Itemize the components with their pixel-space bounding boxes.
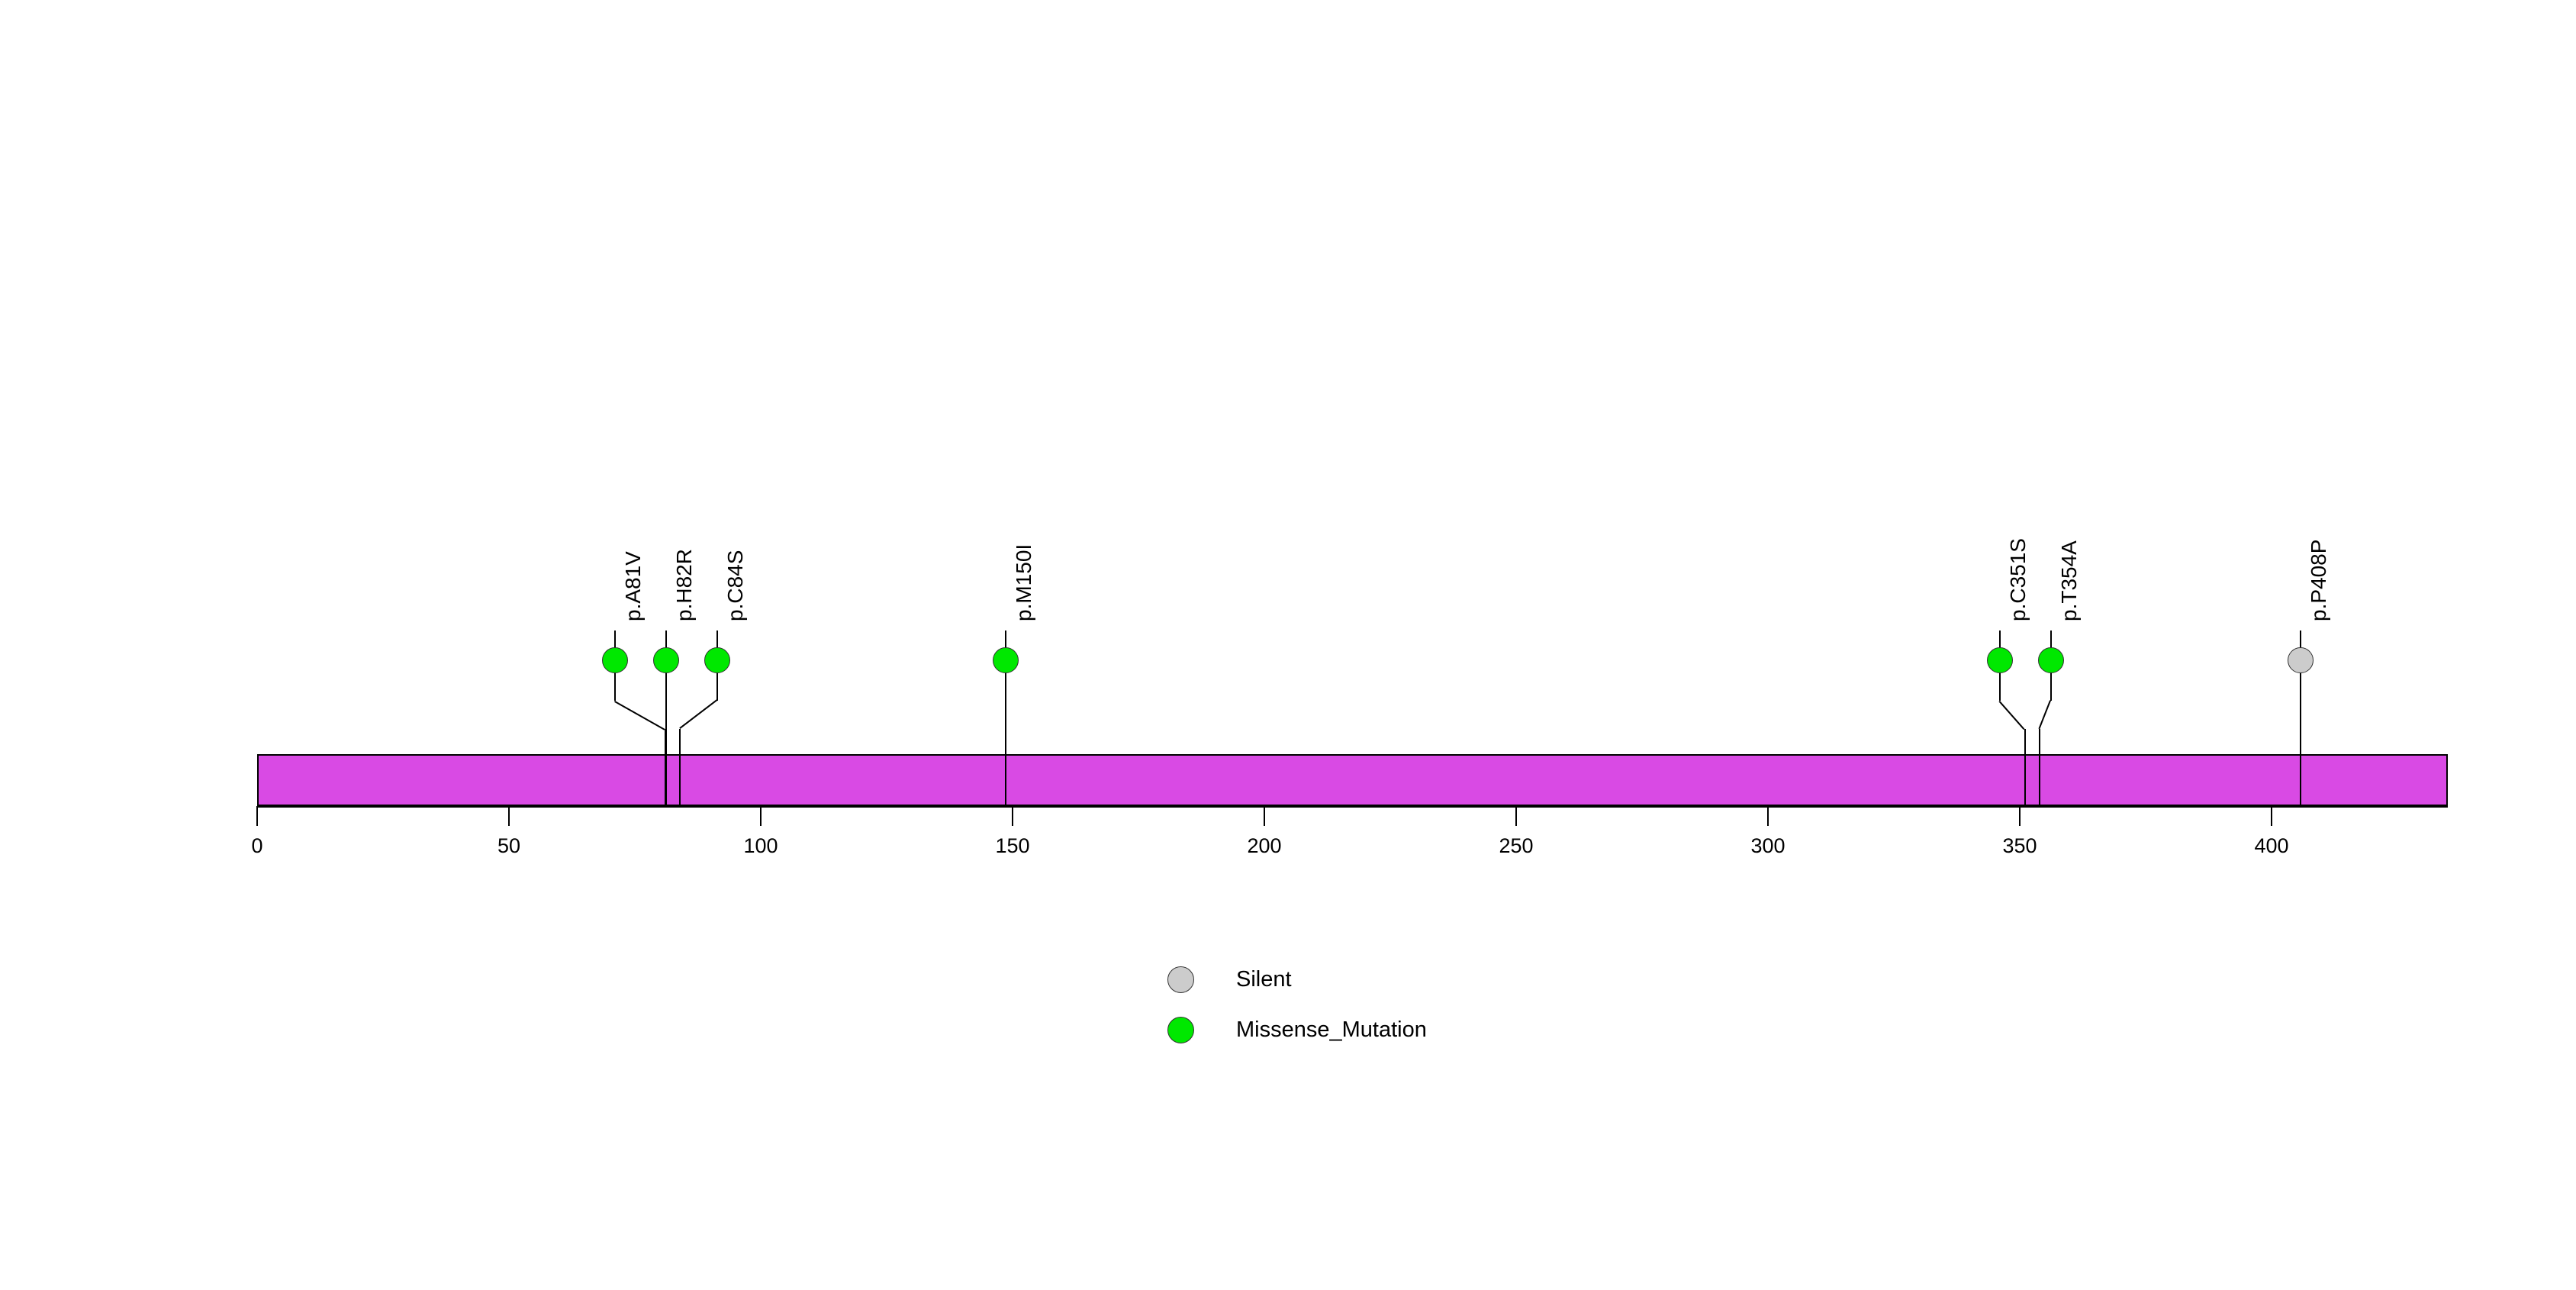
legend-label-missense_mutation: Missense_Mutation: [1236, 1017, 1427, 1042]
lollipop-stem-anchor: [2024, 729, 2026, 806]
lollipop-stem-upper: [716, 630, 718, 650]
axis-tick-150: [1012, 806, 1013, 826]
axis-tick-label-300: 300: [1750, 834, 1785, 857]
lollipop-stem: [2300, 670, 2301, 806]
lollipop-stem-anchor: [664, 729, 666, 806]
lollipop-stem-upper: [1999, 630, 2001, 650]
axis-tick-label-100: 100: [743, 834, 778, 857]
mutation-dot-p-C351S[interactable]: [1987, 647, 2013, 673]
lollipop-stem-drop: [716, 670, 718, 701]
mutation-label-p-C351S: p.C351S: [2006, 538, 2030, 621]
legend-item-missense_mutation[interactable]: Missense_Mutation: [1167, 1005, 1427, 1055]
lollipop-stem-diagonal: [679, 699, 717, 729]
axis-tick-100: [760, 806, 762, 826]
axis-tick-300: [1767, 806, 1769, 826]
lollipop-stem-upper: [2300, 630, 2301, 650]
mutation-dot-p-C84S[interactable]: [704, 647, 730, 673]
mutation-label-p-A81V: p.A81V: [621, 551, 645, 621]
lollipop-stem: [665, 670, 667, 806]
lollipop-stem-drop: [2050, 670, 2052, 701]
axis-tick-label-250: 250: [1499, 834, 1534, 857]
legend-swatch-missense_mutation: [1167, 1016, 1194, 1043]
axis-tick-label-50: 50: [497, 834, 521, 857]
mutation-label-p-P408P: p.P408P: [2307, 539, 2330, 621]
lollipop-stem-upper: [614, 630, 616, 650]
axis-tick-label-0: 0: [251, 834, 263, 857]
axis-tick-400: [2271, 806, 2272, 826]
lollipop-stem-upper: [2050, 630, 2052, 650]
legend-item-silent[interactable]: Silent: [1167, 954, 1427, 1005]
lollipop-stem-diagonal: [1998, 701, 2025, 730]
axis-tick-250: [1515, 806, 1517, 826]
mutation-dot-p-A81V[interactable]: [602, 647, 628, 673]
mutation-label-p-M150I: p.M150I: [1012, 543, 1035, 621]
lollipop-stem-upper: [1005, 630, 1006, 650]
lollipop-stem-diagonal: [2038, 700, 2051, 729]
axis-tick-label-150: 150: [995, 834, 1030, 857]
lollipop-stem-diagonal: [614, 701, 665, 730]
lollipop-stem-drop: [614, 670, 616, 701]
mutation-label-p-H82R: p.H82R: [672, 549, 696, 621]
protein-backbone-bar: [257, 754, 2448, 806]
mutation-dot-p-M150I[interactable]: [993, 647, 1019, 673]
legend-swatch-silent: [1167, 966, 1194, 993]
lollipop-stem-drop: [1999, 670, 2001, 701]
axis-tick-200: [1264, 806, 1265, 826]
axis-tick-0: [256, 806, 258, 826]
axis-tick-label-400: 400: [2254, 834, 2289, 857]
mutation-label-p-T354A: p.T354A: [2057, 540, 2081, 621]
lollipop-stem: [1005, 670, 1006, 806]
lollipop-stem-anchor: [2039, 729, 2041, 806]
lollipop-stem-upper: [665, 630, 667, 650]
axis-tick-50: [508, 806, 510, 826]
mutation-dot-p-P408P[interactable]: [2288, 647, 2314, 673]
legend-label-silent: Silent: [1236, 966, 1292, 992]
mutation-label-p-C84S: p.C84S: [723, 550, 747, 621]
axis-tick-350: [2019, 806, 2021, 826]
mutation-dot-p-T354A[interactable]: [2038, 647, 2064, 673]
mutation-dot-p-H82R[interactable]: [653, 647, 679, 673]
axis-tick-label-350: 350: [2002, 834, 2037, 857]
x-axis-line: [257, 806, 2448, 808]
axis-tick-label-200: 200: [1247, 834, 1282, 857]
lollipop-stem-anchor: [679, 729, 681, 806]
